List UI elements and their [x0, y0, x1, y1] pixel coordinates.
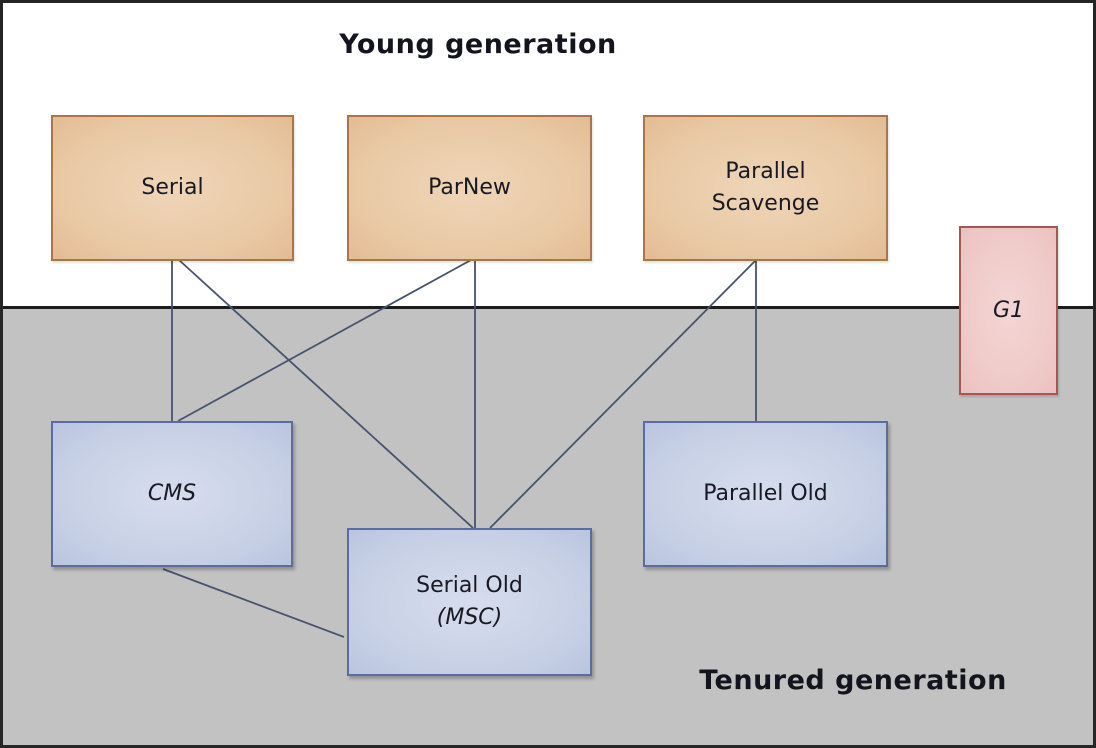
node-parallel-scavenge[interactable]: Parallel Scavenge	[643, 115, 888, 261]
node-cms[interactable]: CMS	[51, 421, 293, 567]
node-serial-old-label-line2: (MSC)	[436, 605, 503, 630]
node-serial-old-label-line1: Serial Old	[416, 573, 523, 599]
node-g1[interactable]: G1	[959, 226, 1058, 395]
node-cms-label: CMS	[147, 481, 197, 507]
node-parallel-old[interactable]: Parallel Old	[643, 421, 888, 567]
node-parallel-scavenge-label-line1: Parallel	[725, 159, 806, 185]
node-serial-label: Serial	[141, 175, 204, 201]
node-serial[interactable]: Serial	[51, 115, 294, 261]
young-generation-title: Young generation	[339, 29, 617, 60]
node-parnew-label: ParNew	[428, 175, 511, 201]
tenured-generation-title: Tenured generation	[699, 665, 1007, 696]
node-parallel-scavenge-label-line2: Scavenge	[711, 191, 820, 216]
node-parnew[interactable]: ParNew	[347, 115, 592, 261]
node-parallel-old-label: Parallel Old	[703, 481, 828, 507]
node-serial-old[interactable]: Serial Old (MSC)	[347, 528, 592, 676]
node-g1-label: G1	[992, 297, 1025, 323]
